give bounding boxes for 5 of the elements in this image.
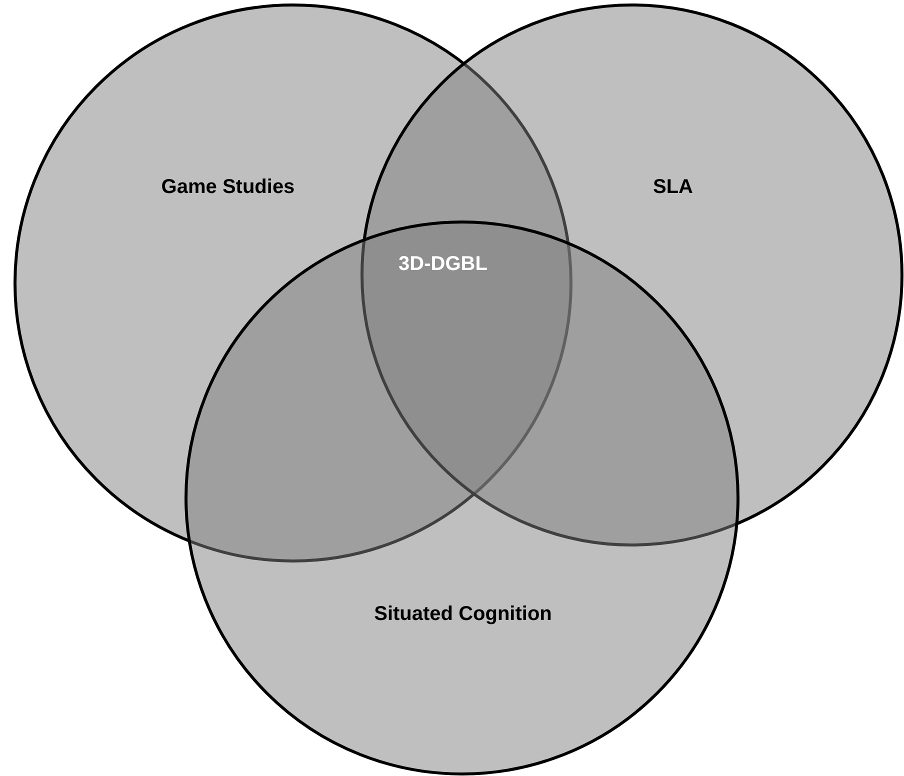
circle-label: SLA [653, 175, 693, 200]
intersection-label: 3D-DGBL [398, 252, 488, 277]
circle-label: Situated Cognition [374, 602, 552, 627]
circle-label: Game Studies [161, 175, 295, 200]
venn-circle [184, 220, 740, 776]
